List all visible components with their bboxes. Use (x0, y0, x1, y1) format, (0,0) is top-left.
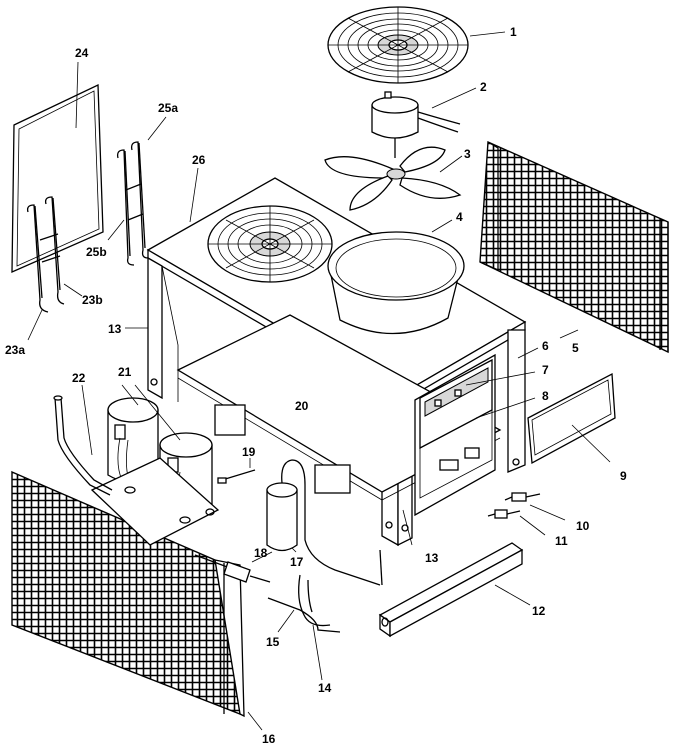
label-13-left: 13 (108, 322, 122, 336)
label-23a: 23a (5, 343, 25, 357)
control-box (419, 358, 493, 499)
label-12: 12 (532, 604, 546, 618)
service-valves (487, 492, 541, 519)
label-22: 22 (72, 371, 86, 385)
leader-lines (27, 31, 611, 731)
label-9: 9 (620, 469, 627, 483)
label-20: 20 (295, 399, 309, 413)
orifice-ring (327, 231, 465, 335)
fan-blade (324, 146, 462, 211)
accumulator (266, 459, 383, 586)
label-5: 5 (572, 341, 579, 355)
label-14: 14 (318, 681, 332, 695)
discharge-tube (53, 395, 113, 496)
label-10: 10 (576, 519, 590, 533)
label-17: 17 (290, 555, 304, 569)
label-13-right: 13 (425, 551, 439, 565)
support-brackets-23 (26, 196, 65, 313)
label-3: 3 (464, 147, 471, 161)
label-19: 19 (242, 445, 256, 459)
fan-guard-cabinet (207, 205, 333, 283)
label-7: 7 (542, 363, 549, 377)
access-panel (527, 372, 616, 465)
part-labels: 1 2 3 4 5 6 7 8 9 10 11 12 13 13 14 15 1… (5, 25, 627, 746)
label-15: 15 (266, 635, 280, 649)
label-18: 18 (254, 546, 268, 560)
sensor-19 (217, 469, 256, 484)
label-8: 8 (542, 389, 549, 403)
fan-motor (371, 91, 461, 158)
compressors (90, 397, 220, 546)
label-1: 1 (510, 25, 517, 39)
label-2: 2 (480, 80, 487, 94)
label-6: 6 (542, 339, 549, 353)
label-25a: 25a (158, 101, 178, 115)
label-21: 21 (118, 365, 132, 379)
label-16: 16 (262, 732, 276, 746)
label-11: 11 (555, 534, 568, 548)
label-26: 26 (192, 153, 206, 167)
condenser-coil-right (479, 140, 669, 354)
label-4: 4 (456, 210, 463, 224)
support-brackets-25 (116, 141, 149, 266)
label-24: 24 (75, 46, 89, 60)
base-rail (378, 542, 524, 638)
label-25b: 25b (86, 245, 107, 259)
tubes-14-15 (267, 574, 341, 633)
filter-drier (194, 554, 271, 583)
fan-guard-top (327, 6, 469, 84)
label-23b: 23b (82, 293, 103, 307)
side-panel (11, 83, 104, 274)
